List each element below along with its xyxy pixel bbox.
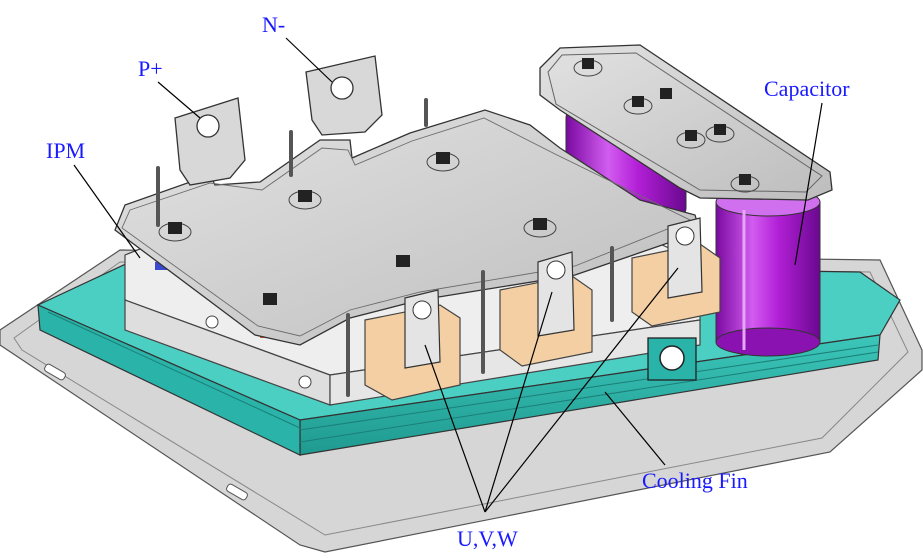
hex-bolt-icon bbox=[263, 293, 277, 305]
hex-bolt-icon bbox=[730, 174, 760, 193]
capacitor-label: Capacitor bbox=[764, 76, 850, 101]
leader-v bbox=[484, 291, 553, 513]
main-bus-plate bbox=[114, 109, 701, 346]
hex-bolt-icon bbox=[523, 218, 557, 238]
leader-w bbox=[484, 267, 679, 513]
ring-terminal-icon bbox=[412, 300, 432, 320]
p-plus-terminal bbox=[174, 97, 246, 186]
leader-lines bbox=[73, 37, 823, 513]
ring-terminal-icon bbox=[675, 226, 695, 246]
capacitor-bus-plate bbox=[539, 44, 833, 201]
n-minus-label: N- bbox=[262, 12, 286, 37]
cable-grommet bbox=[647, 337, 697, 381]
hex-bolt-icon bbox=[288, 190, 322, 210]
hex-bolt-icon bbox=[705, 124, 735, 143]
hex-bolt-icon bbox=[573, 58, 603, 77]
leader-n-minus bbox=[285, 37, 333, 83]
hex-bolt-icon bbox=[676, 130, 706, 149]
p-plus-label: P+ bbox=[138, 56, 163, 81]
v-terminal-block bbox=[499, 251, 593, 367]
uvw-label: U,V,W bbox=[457, 526, 518, 551]
w-terminal-block bbox=[631, 217, 721, 327]
leader-p-plus bbox=[157, 81, 201, 119]
leader-ipm bbox=[73, 164, 141, 259]
cooling-fin-label: Cooling Fin bbox=[642, 468, 748, 493]
ring-terminal-icon bbox=[546, 260, 566, 280]
hex-bolts bbox=[158, 58, 760, 305]
leader-u bbox=[424, 344, 486, 513]
hex-bolt-icon bbox=[623, 96, 653, 115]
hex-bolt-icon bbox=[426, 152, 460, 172]
hex-bolt-icon bbox=[158, 222, 192, 242]
leader-cooling-fin bbox=[604, 391, 666, 466]
leader-capacitor bbox=[794, 102, 823, 266]
ipm-label: IPM bbox=[46, 138, 86, 163]
hex-bolt-icon bbox=[660, 88, 672, 99]
hex-bolt-icon bbox=[396, 255, 410, 267]
standoff-rods bbox=[156, 98, 614, 397]
